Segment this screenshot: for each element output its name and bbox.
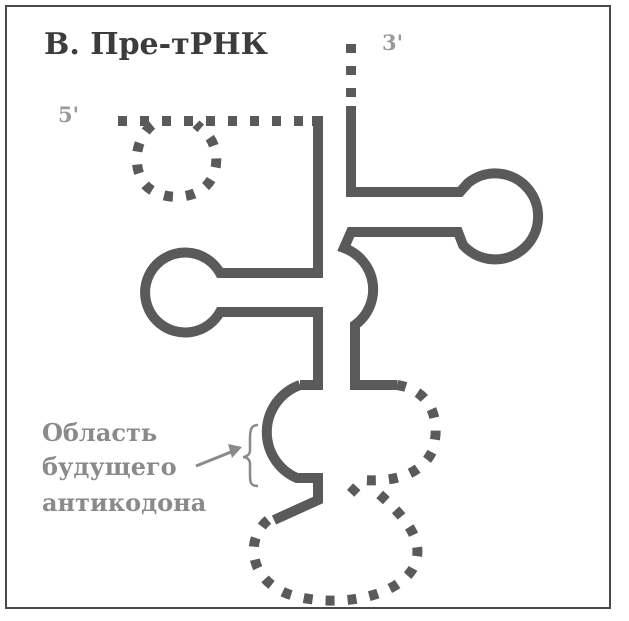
figure-title: В. Пре-тРНК <box>44 27 268 62</box>
intron-loop <box>248 482 423 606</box>
anticodon-loop-right <box>346 380 441 498</box>
five-prime-loop <box>131 120 222 202</box>
anticodon-arrow <box>195 448 237 468</box>
right-strand <box>337 106 544 390</box>
anticodon-loop-left <box>261 380 323 525</box>
anticodon-arrow-head <box>228 444 242 458</box>
anticodon-label-line2: будущего <box>42 452 177 481</box>
left-strand <box>140 116 323 390</box>
anticodon-label-line1: Область <box>42 418 157 447</box>
anticodon-label-line3: антикодона <box>42 488 206 517</box>
figure-border <box>5 5 611 609</box>
three-prime-label: 3' <box>382 30 403 55</box>
five-prime-label: 5' <box>58 102 79 127</box>
anticodon-brace <box>242 423 259 488</box>
